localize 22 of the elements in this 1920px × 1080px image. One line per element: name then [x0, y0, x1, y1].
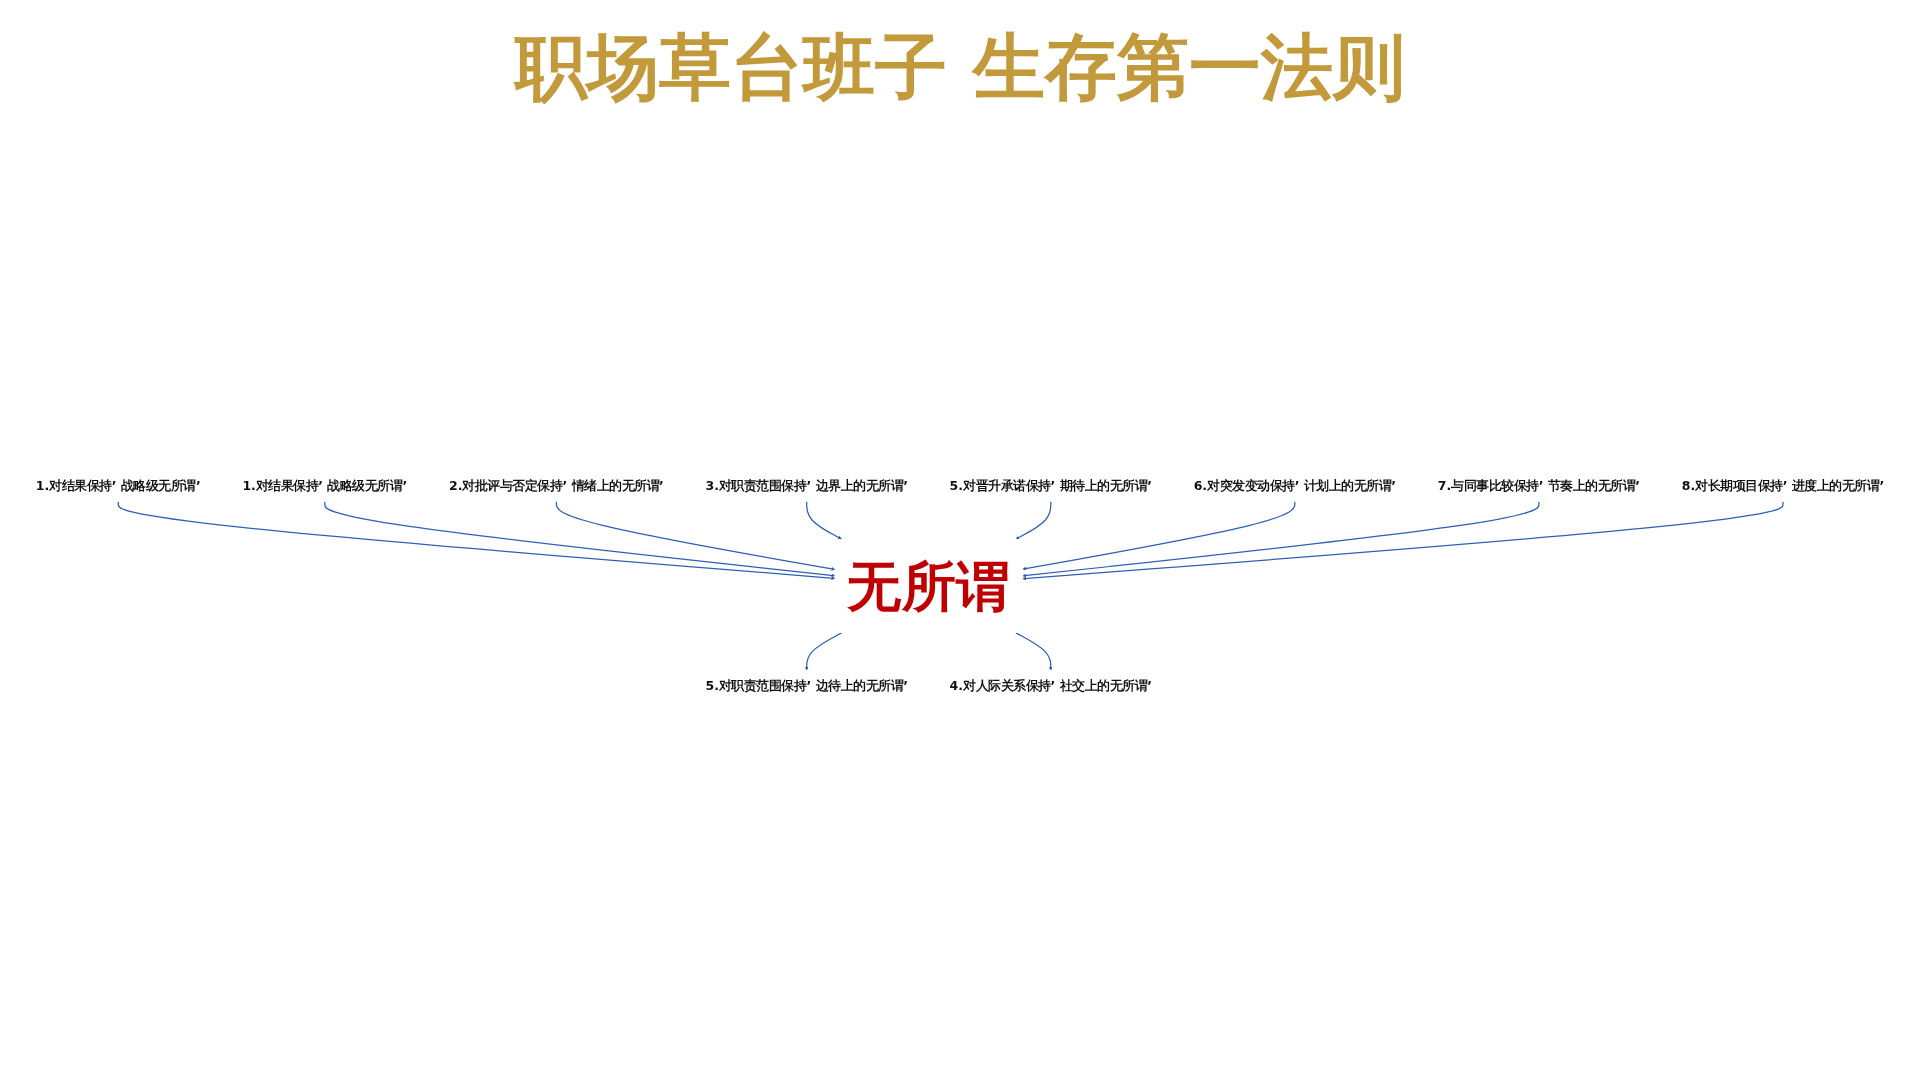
node-text: 无所谓	[847, 554, 1011, 618]
arrow	[1022, 500, 1784, 581]
node-text: 2.对批评与否定保持’ 情绪上的无所谓’	[448, 478, 664, 494]
arrow	[1015, 632, 1053, 671]
node-text: 8.对长期项目保持’ 进度上的无所谓’	[1681, 478, 1885, 494]
node-text: 5.对晋升承诺保持’ 期待上的无所谓’	[949, 478, 1152, 494]
node-text: 4.对人际关系保持’ 社交上的无所谓’	[949, 678, 1152, 694]
node-text: 5.对职责范围保持’ 边待上的无所谓’	[705, 678, 908, 694]
arrow	[806, 500, 842, 540]
arrow	[1022, 500, 1296, 571]
node-text: 7.与同事比较保持’ 节奏上的无所谓’	[1437, 478, 1641, 494]
arrow	[804, 632, 843, 671]
title: 职场草台班子 生存第一法则	[512, 24, 1406, 111]
arrow	[1015, 500, 1052, 540]
node-text: 3.对职责范围保持’ 边界上的无所谓’	[705, 478, 908, 494]
node-text: 1.对结果保持’ 战略级无所谓’	[35, 478, 201, 494]
node-text: 1.对结果保持’ 战略级无所谓’	[242, 478, 408, 494]
arrow	[324, 500, 836, 578]
arrow	[1022, 500, 1540, 578]
arrow	[555, 500, 836, 571]
node-text: 6.对突发变动保持’ 计划上的无所谓’	[1193, 478, 1397, 494]
arrow	[117, 500, 836, 580]
